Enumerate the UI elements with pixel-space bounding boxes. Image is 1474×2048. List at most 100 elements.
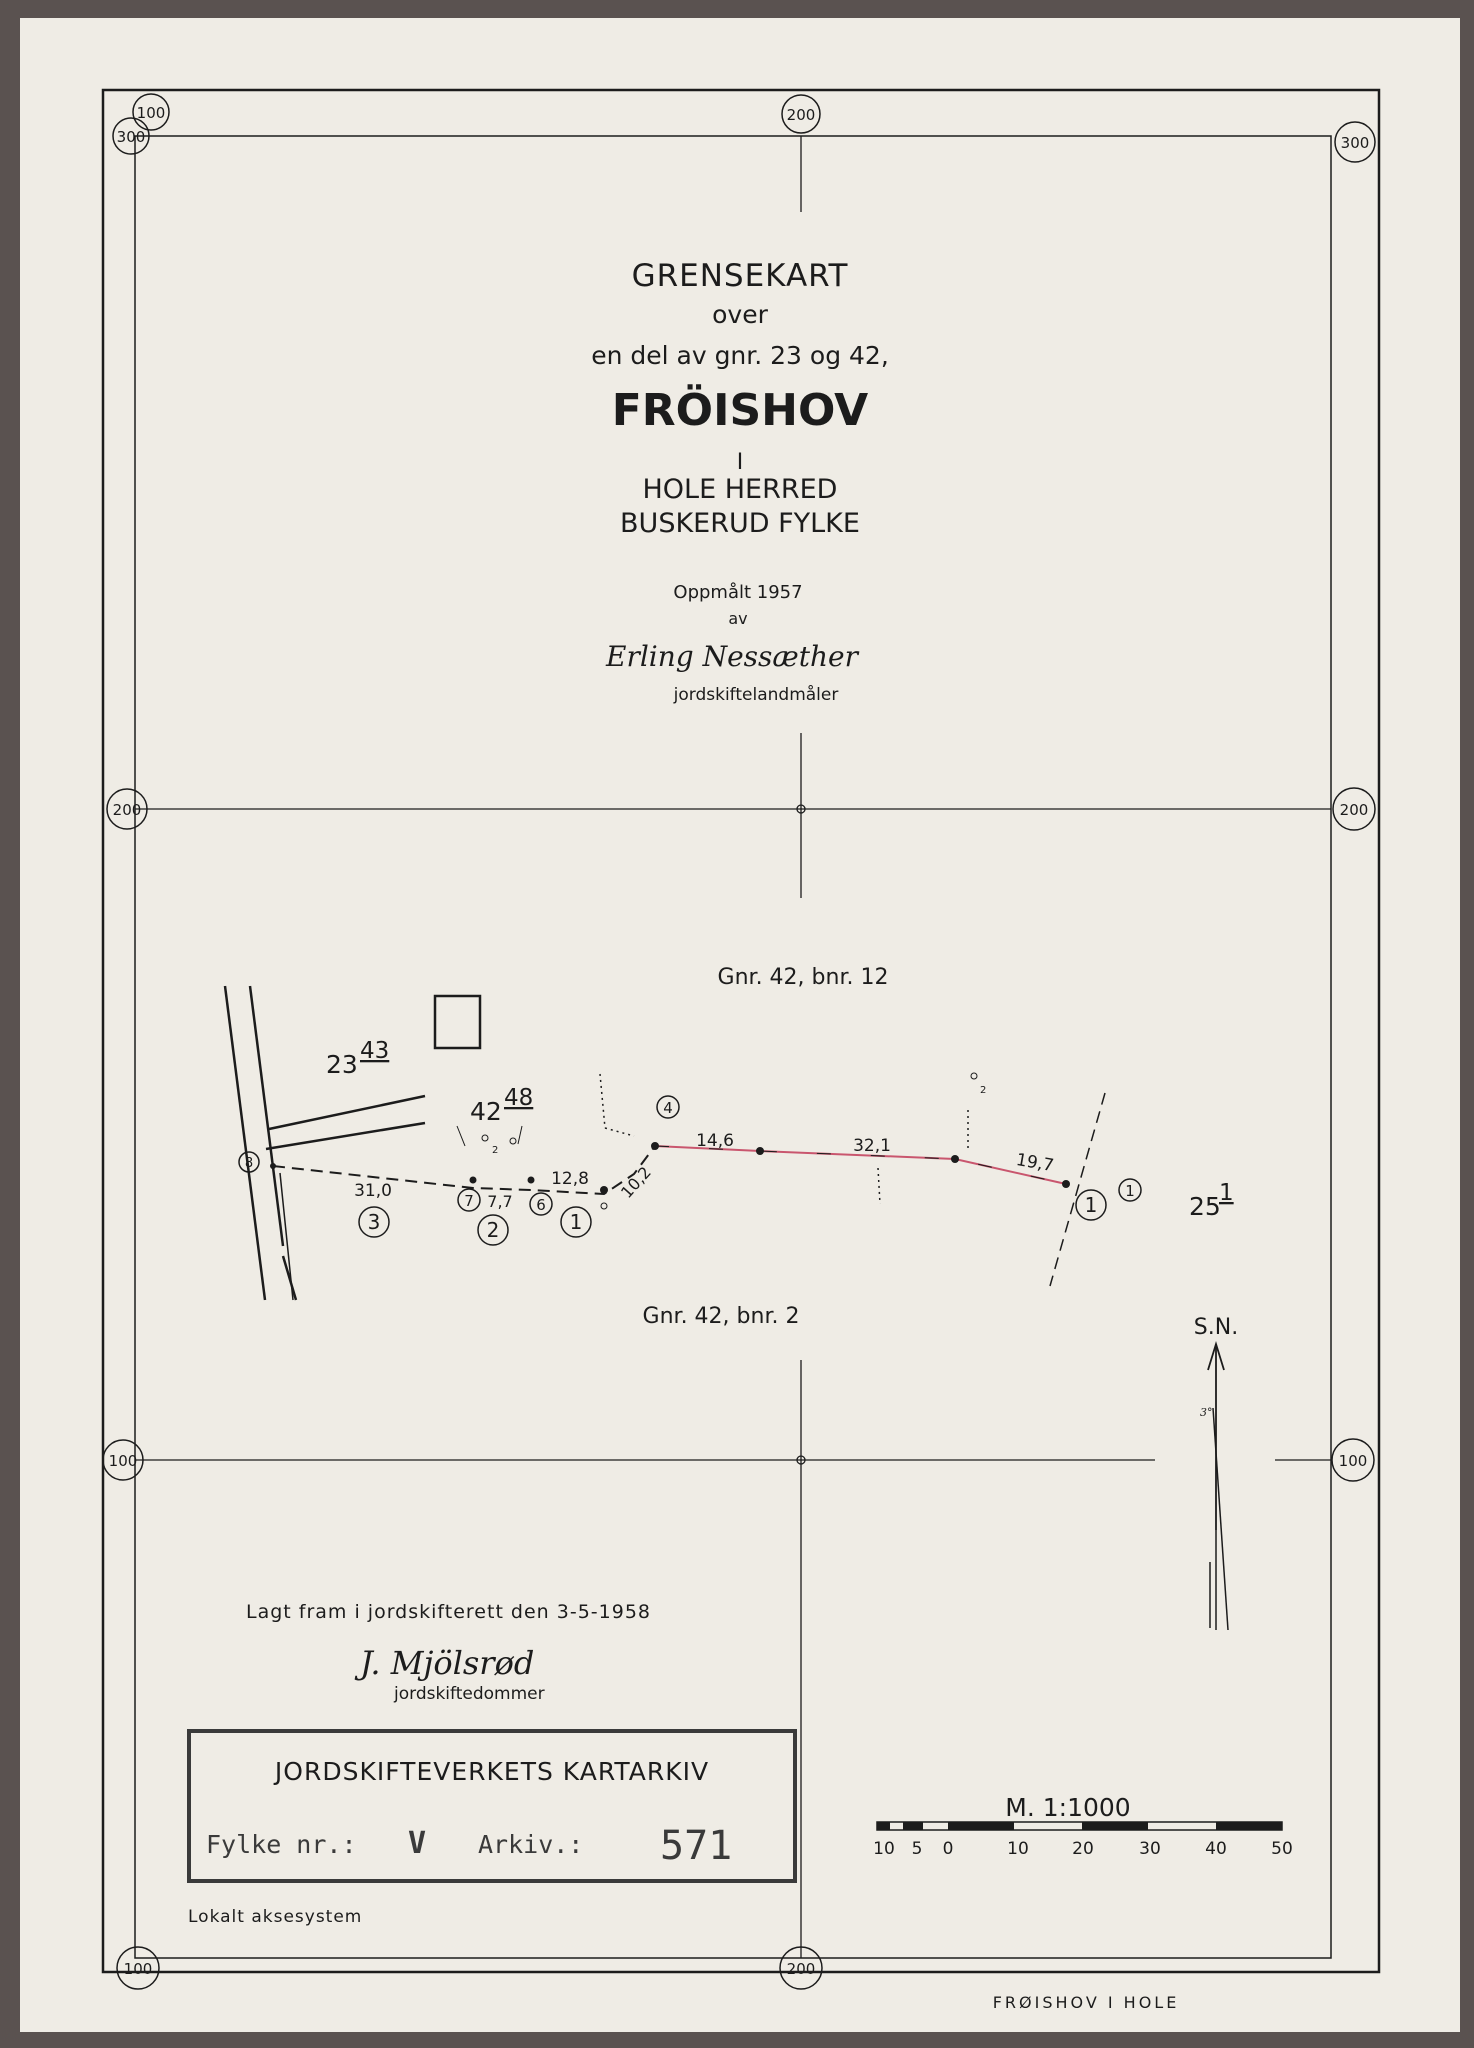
road (223, 985, 426, 1301)
svg-text:100: 100 (137, 104, 166, 122)
svg-text:1: 1 (1085, 1193, 1098, 1217)
coordinate-system-label: Lokalt aksesystem (188, 1907, 362, 1927)
north-arrow-declination: 3° (1200, 1406, 1213, 1419)
title-main: GRENSEKART (632, 258, 849, 294)
svg-text:40: 40 (1205, 1839, 1227, 1859)
boundary-point-7: 7 (457, 1188, 481, 1212)
boundary-point-6: 6 (529, 1192, 553, 1216)
segment-1-left: 1 (560, 1206, 592, 1238)
archive-stamp: JORDSKIFTEVERKETS KARTARKIV Fylke nr.: V… (187, 1729, 797, 1883)
distance-19-7: 19,7 (1014, 1150, 1055, 1176)
map-sheet: 100 300 200 300 200 200 100 100 100 200 … (20, 18, 1460, 2032)
svg-text:3: 3 (368, 1210, 381, 1234)
title-municipality: HOLE HERRED (643, 474, 838, 505)
boundary-line (272, 1073, 1106, 1287)
survey-by: av (728, 609, 747, 628)
distance-14-6: 14,6 (696, 1131, 734, 1151)
judge-title: jordskiftedommer (393, 1684, 545, 1704)
parcel-labels: Gnr. 42, bnr. 12 Gnr. 42, bnr. 2 23 43 4… (326, 965, 1234, 1329)
parcel-25-1: 25 (1189, 1192, 1221, 1221)
svg-text:200: 200 (787, 1960, 816, 1978)
parcel-25-1-sup: 1 (1219, 1180, 1234, 1206)
svg-text:7: 7 (464, 1192, 474, 1210)
parcel-23-43-sup: 43 (360, 1038, 389, 1064)
svg-text:5: 5 (912, 1839, 923, 1859)
distance-32-1: 32,1 (853, 1136, 891, 1156)
segment-2: 2 (477, 1214, 509, 1246)
title-in: I (737, 450, 744, 475)
surveyor-title: jordskiftelandmåler (673, 684, 839, 705)
grid-label-low-right-100: 100 (1331, 1438, 1375, 1482)
stamp-archive-value: 571 (660, 1823, 732, 1869)
stamp-county-label: Fylke nr.: (206, 1830, 357, 1859)
parcel-south-label: Gnr. 42, bnr. 2 (643, 1304, 800, 1329)
boundary-markers (270, 1072, 1070, 1210)
svg-text:200: 200 (1340, 801, 1369, 819)
svg-text:300: 300 (1341, 134, 1370, 152)
grid-label-top-left-100: 100 (132, 93, 170, 131)
title-subject: en del av gnr. 23 og 42, (591, 341, 889, 370)
building (433, 994, 482, 1050)
grid-label-bottom-center-200: 200 (779, 1946, 823, 1990)
grid-label-low-left-100: 100 (102, 1439, 144, 1481)
grid-label-bottom-left-100: 100 (116, 1946, 160, 1990)
approval-block: Lagt fram i jordskifterett den 3-5-1958 … (246, 1601, 651, 1704)
grid-label-mid-left-200: 200 (106, 788, 148, 830)
distance-31-0: 31,0 (354, 1181, 392, 1201)
footer-label: FRØISHOV I HOLE (993, 1993, 1180, 2012)
title-block: GRENSEKART over en del av gnr. 23 og 42,… (591, 258, 889, 539)
stamp-heading: JORDSKIFTEVERKETS KARTARKIV (273, 1757, 709, 1786)
approval-text: Lagt fram i jordskifterett den 3-5-1958 (246, 1601, 651, 1623)
east-dashed-line (1049, 1092, 1106, 1287)
distance-7-7: 7,7 (487, 1192, 512, 1211)
survey-measured: Oppmålt 1957 (673, 582, 802, 603)
svg-text:2: 2 (487, 1218, 500, 1242)
inner-frame (134, 135, 1332, 1959)
dotted-line-north (599, 1073, 606, 1129)
grid-label-top-right-300: 300 (1334, 121, 1376, 163)
svg-text:1: 1 (570, 1210, 583, 1234)
svg-text:100: 100 (124, 1960, 153, 1978)
boundary-map: 100 300 200 300 200 200 100 100 100 200 … (101, 88, 1381, 2012)
segment-1-right: 1 (1075, 1189, 1107, 1221)
svg-text:200: 200 (113, 801, 142, 819)
scale-label: M. 1:1000 (1005, 1793, 1130, 1822)
surveyor-signature: Erling Nessæther (605, 640, 860, 673)
svg-text:10: 10 (873, 1839, 895, 1859)
parcel-42-48: 42 (470, 1097, 502, 1126)
segment-3: 3 (358, 1206, 390, 1238)
svg-text:300: 300 (117, 128, 146, 146)
svg-text:20: 20 (1072, 1839, 1094, 1859)
stamp-archive-label: Arkiv.: (478, 1830, 583, 1859)
title-county: BUSKERUD FYLKE (620, 508, 860, 539)
svg-text:6: 6 (536, 1196, 546, 1214)
parcel-north-label: Gnr. 42, bnr. 12 (718, 965, 889, 990)
stamp-county-value: V (408, 1826, 426, 1861)
svg-text:4: 4 (663, 1099, 673, 1117)
title-place: FRÖISHOV (612, 383, 869, 436)
survey-block: Oppmålt 1957 av Erling Nessæther jordski… (605, 582, 860, 705)
parcel-23-43: 23 (326, 1050, 358, 1079)
svg-text:200: 200 (787, 106, 816, 124)
boundary-point-1: 1 (1118, 1178, 1142, 1202)
svg-text:10: 10 (1007, 1839, 1029, 1859)
north-arrow-label: S.N. (1194, 1315, 1238, 1340)
distance-10-2: 10,2 (617, 1163, 655, 1202)
distance-12-8: 12,8 (551, 1169, 589, 1189)
svg-text:100: 100 (109, 1452, 138, 1470)
svg-text:8: 8 (245, 1156, 253, 1171)
coordinate-grid (135, 136, 1331, 1958)
north-arrow: S.N. 3° (1194, 1315, 1238, 1631)
distance-small-2a: 2 (492, 1145, 498, 1156)
scale-bar: M. 1:1000 10 5 0 10 20 30 40 50 (873, 1793, 1293, 1859)
parcel-42-48-sup: 48 (504, 1085, 533, 1111)
outer-frame (101, 88, 1381, 1974)
scale-ticks: 10 5 0 10 20 30 40 50 (873, 1839, 1293, 1859)
judge-signature: J. Mjölsrød (354, 1644, 534, 1682)
svg-text:30: 30 (1139, 1839, 1161, 1859)
svg-text:0: 0 (943, 1839, 954, 1859)
svg-text:50: 50 (1271, 1839, 1293, 1859)
distance-labels: 31,0 7,7 12,8 10,2 14,6 32,1 19,7 2 2 (354, 1085, 1055, 1211)
boundary-point-8: 8 (238, 1151, 260, 1173)
grid-label-top-left-300: 300 (112, 117, 150, 155)
